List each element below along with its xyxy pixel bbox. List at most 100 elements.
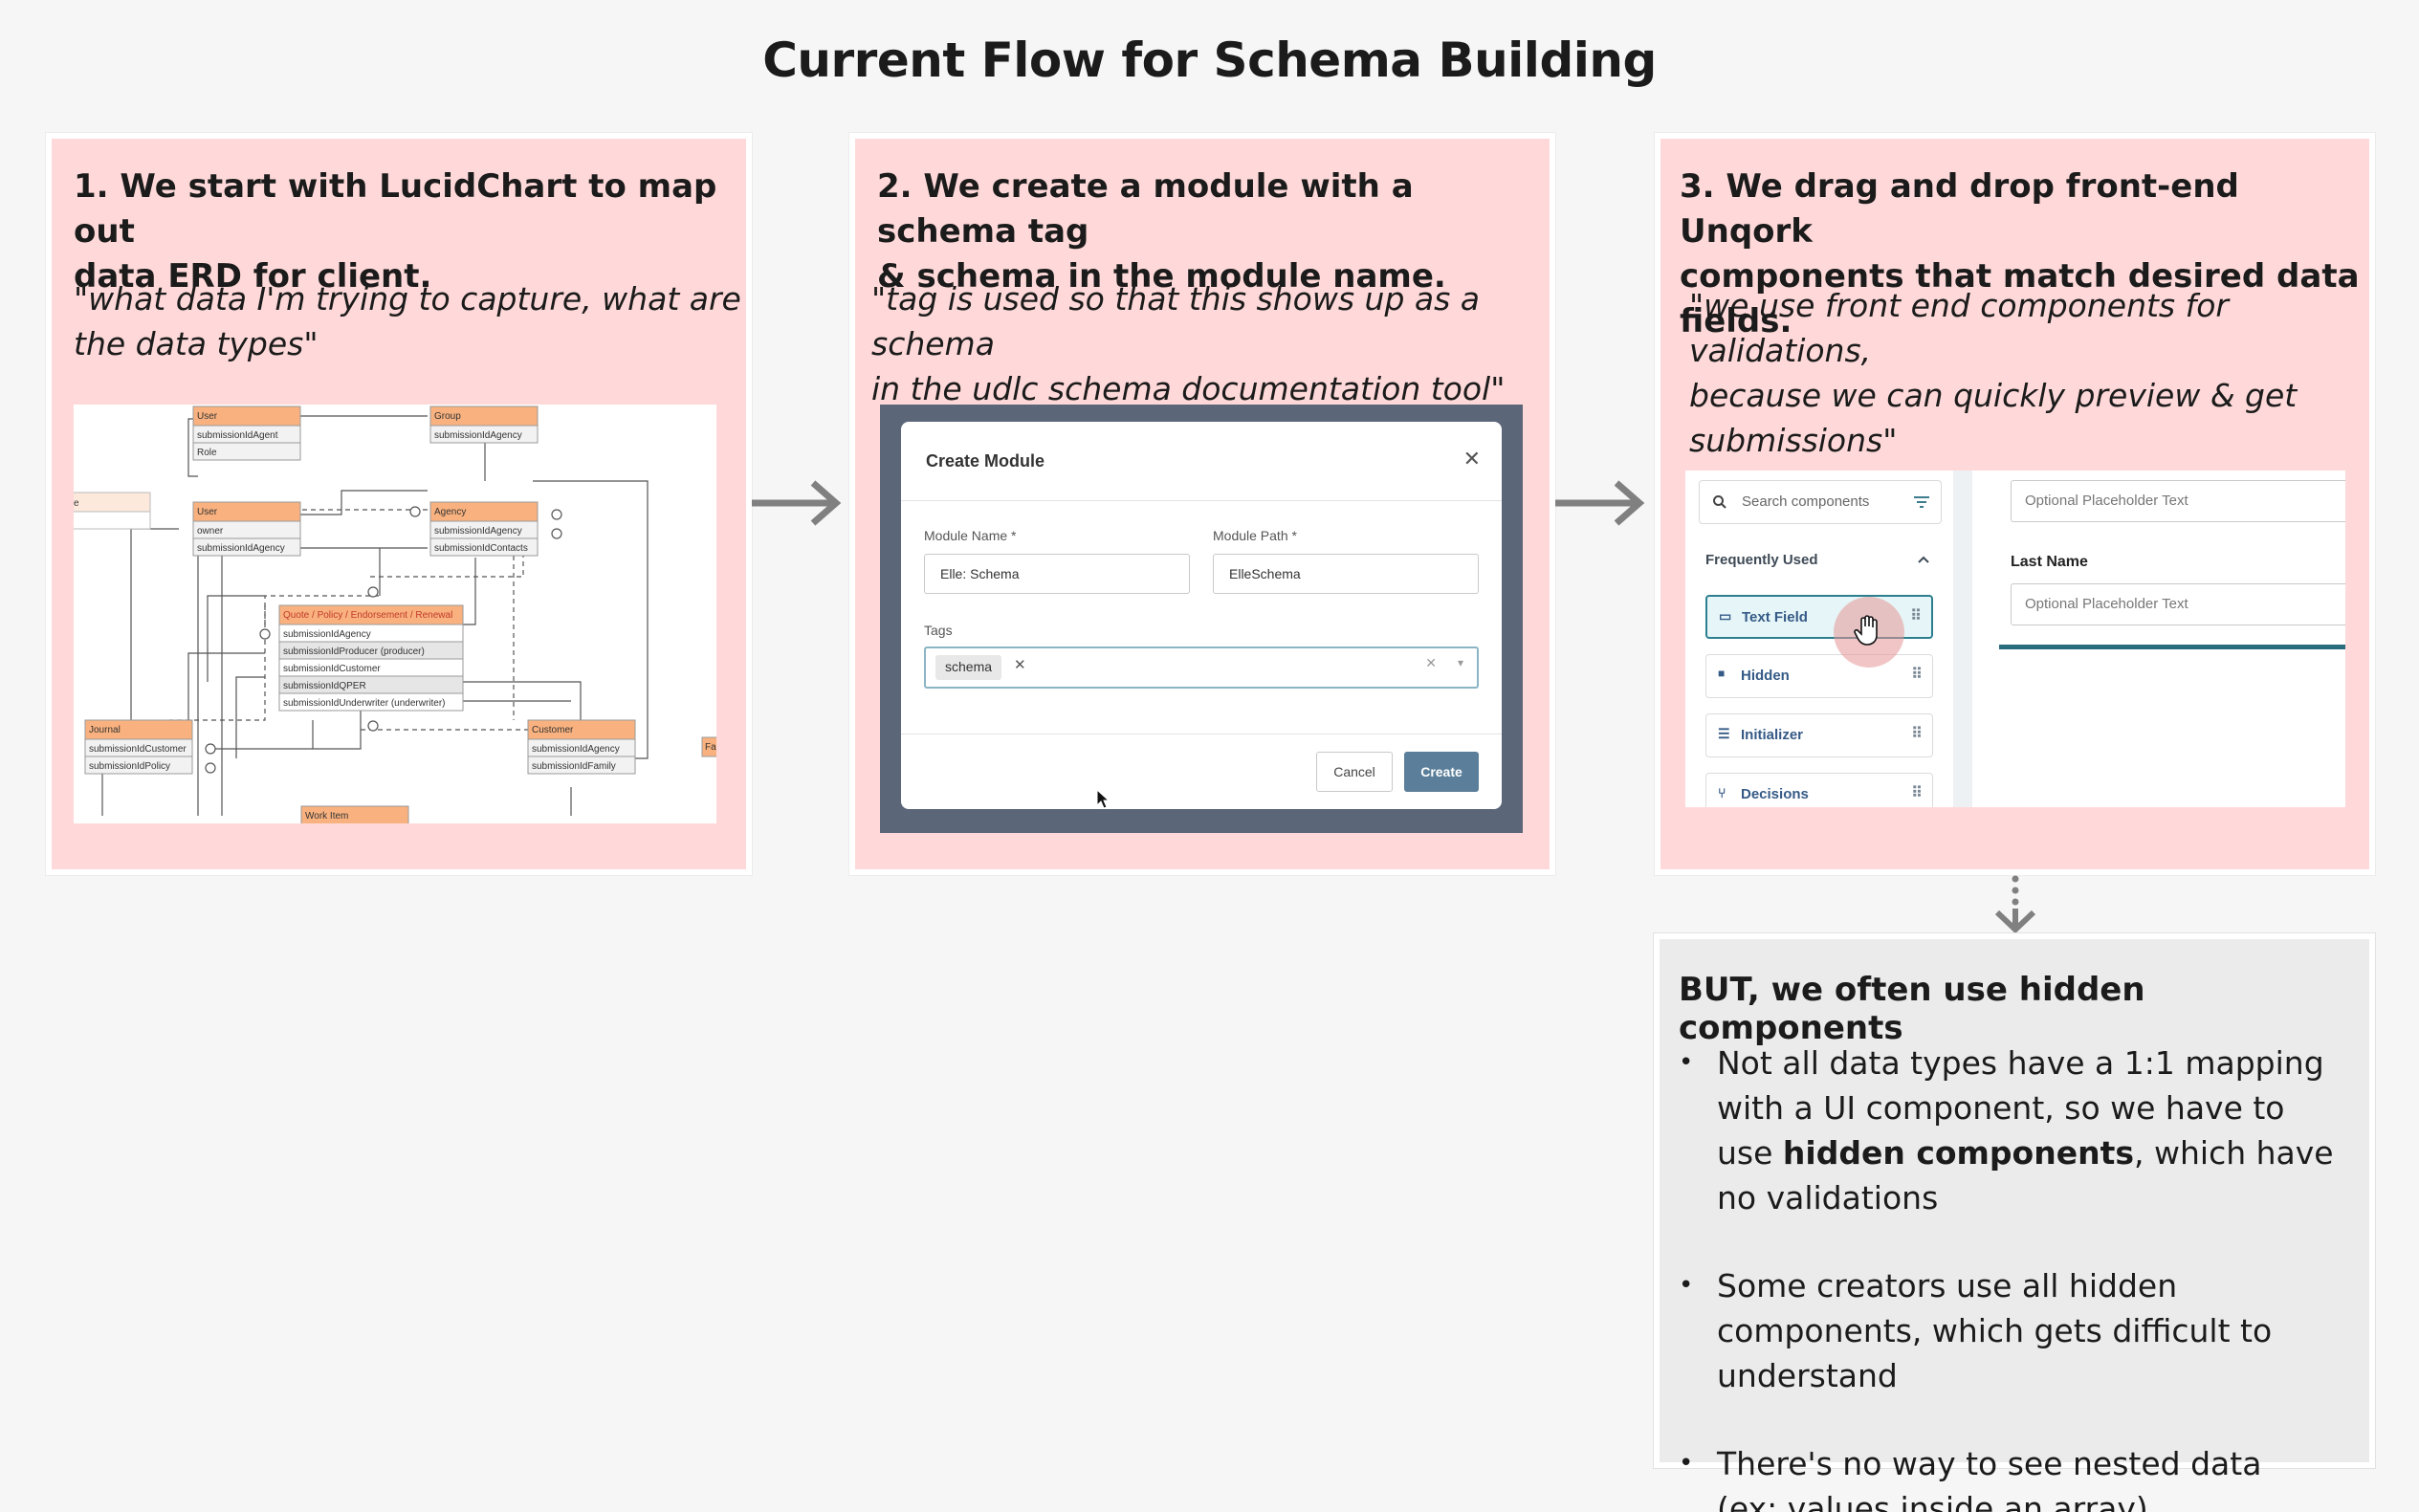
bullet-text: Not all data types have a 1:1 mapping wi… (1717, 1044, 2324, 1172)
erd-field: submissionIdQPER (283, 681, 366, 691)
drag-handle-icon[interactable]: ⠿ (1911, 785, 1923, 801)
step-card-3: 3. We drag and drop front-end Unqork com… (1655, 133, 2375, 875)
step-quote-line: because we can quickly preview & get (1689, 377, 2298, 414)
list-icon: ☰ (1718, 726, 1730, 741)
step-quote-line: the data types" (74, 325, 319, 362)
module-path-input[interactable]: ElleSchema (1213, 554, 1479, 594)
erd-field: submissionIdAgent (197, 430, 278, 441)
mouse-cursor-icon (1096, 789, 1111, 809)
erd-field: submissionIdAgency (197, 543, 285, 554)
step-heading: 3. We drag and drop front-end Unqork com… (1680, 164, 2369, 344)
step-heading-line: data ERD for client. (74, 257, 432, 296)
palette-item-decisions[interactable]: ⑂ Decisions ⠿ (1705, 773, 1933, 807)
erd-field: submissionIdContacts (434, 543, 528, 554)
bullet-text: , which have no validations (1717, 1134, 2334, 1216)
drop-indicator (1999, 645, 2345, 649)
dotted-arrow-down-icon (1994, 875, 2036, 933)
tag-chip: schema (935, 655, 1002, 680)
grab-hand-icon (1854, 615, 1878, 646)
bullet-text: (ex: values inside an array) (1717, 1490, 2148, 1512)
last-name-input[interactable]: Optional Placeholder Text (2011, 583, 2345, 625)
drag-handle-icon[interactable]: ⠿ (1911, 726, 1923, 742)
drag-handle-icon[interactable]: ⠿ (1911, 667, 1923, 683)
caveat-heading: BUT, we often use hidden components (1679, 971, 2145, 1047)
step-heading: 1. We start with LucidChart to map out d… (74, 164, 746, 299)
cancel-button[interactable]: Cancel (1316, 752, 1393, 792)
module-name-input[interactable]: Elle: Schema (924, 554, 1190, 594)
erd-field: submissionIdFamily (532, 761, 616, 772)
erd-entity: Customer (532, 725, 574, 735)
arrow-right-icon (1555, 480, 1645, 526)
step-card-1: 1. We start with LucidChart to map out d… (46, 133, 752, 875)
clear-icon[interactable]: ✕ (1425, 656, 1437, 671)
remove-tag-icon[interactable]: ✕ (1014, 656, 1026, 673)
erd-entity: Work Item (305, 811, 348, 822)
palette-item-label: Initializer (1741, 727, 1804, 743)
lock-icon: ■ (1718, 667, 1726, 680)
drag-handle-icon[interactable]: ⠿ (1910, 608, 1922, 625)
filter-icon[interactable] (1913, 494, 1930, 510)
step-quote-line: in the udlc schema documentation tool" (871, 370, 1506, 407)
chevron-down-icon[interactable]: ▾ (1457, 656, 1463, 669)
erd-field: submissionIdAgency (532, 744, 620, 755)
tags-label: Tags (924, 623, 953, 638)
step-quote-line: "what data I'm trying to capture, what a… (74, 280, 741, 318)
erd-field: submissionIdCustomer (89, 744, 187, 755)
page-title: Current Flow for Schema Building (762, 33, 1657, 88)
create-module-dialog: Create Module ✕ Module Name * Elle: Sche… (901, 422, 1502, 809)
erd-field: submissionIdProducer (producer) (283, 646, 425, 657)
first-name-input[interactable]: Optional Placeholder Text (2011, 480, 2345, 522)
step-heading-line: 3. We drag and drop front-end Unqork (1680, 167, 2239, 251)
unqork-builder-screenshot: Search components Frequently Used ▭ Text… (1685, 471, 2345, 807)
bullet-text: Some creators use all hidden components,… (1717, 1267, 2273, 1394)
erd-field: Role (197, 448, 217, 458)
erd-entity: Quote / Policy / Endorsement / Renewal (283, 610, 452, 621)
palette-item-hidden[interactable]: ■ Hidden ⠿ (1705, 654, 1933, 698)
create-module-screenshot: Create Module ✕ Module Name * Elle: Sche… (880, 405, 1523, 833)
step-heading-line: components that match desired data field… (1680, 257, 2360, 340)
caveat-list: Not all data types have a 1:1 mapping wi… (1679, 1041, 2348, 1512)
canvas-preview: Optional Placeholder Text Last Name Opti… (1972, 471, 2345, 807)
erd-entity: Journal (89, 725, 121, 735)
divider (901, 500, 1502, 501)
palette-item-label: Decisions (1741, 786, 1809, 802)
erd-entity: e (74, 498, 79, 509)
last-name-label: Last Name (2011, 554, 2088, 570)
list-item: Not all data types have a 1:1 mapping wi… (1679, 1041, 2348, 1220)
tree-icon: ⑂ (1718, 785, 1726, 800)
erd-entity: User (197, 411, 218, 422)
step-heading-line: & schema in the module name. (877, 257, 1446, 296)
dialog-title: Create Module (926, 451, 1045, 471)
step-quote-line: "tag is used so that this shows up as a … (871, 280, 1481, 362)
step-card-2: 2. We create a module with a schema tag … (849, 133, 1555, 875)
list-item: There's no way to see nested data(ex: va… (1679, 1441, 2348, 1512)
module-path-label: Module Path * (1213, 528, 1297, 543)
palette-item-label: Text Field (1742, 609, 1808, 625)
erd-field: submissionIdAgency (434, 526, 522, 537)
panel-divider (1953, 471, 1972, 807)
chevron-up-icon[interactable] (1917, 555, 1930, 564)
step-quote: "we use front end components for validat… (1689, 283, 2369, 463)
list-item: Some creators use all hidden components,… (1679, 1263, 2348, 1398)
step-quote-line: "we use front end components for validat… (1689, 287, 2229, 369)
close-icon[interactable]: ✕ (1462, 448, 1481, 471)
erd-entity: Agency (434, 507, 466, 517)
step-quote: "what data I'm trying to capture, what a… (74, 276, 741, 366)
module-name-label: Module Name * (924, 528, 1017, 543)
erd-diagram: User submissionIdAgent Role Group submis… (74, 405, 716, 823)
search-input[interactable]: Search components (1699, 480, 1942, 524)
step-quote-line: submissions" (1689, 422, 1898, 459)
palette-item-label: Hidden (1741, 668, 1790, 684)
erd-field: owner (197, 526, 224, 537)
step-quote: "tag is used so that this shows up as a … (871, 276, 1550, 411)
arrow-right-icon (752, 480, 842, 526)
tags-input[interactable]: schema ✕ ✕ ▾ (924, 646, 1479, 689)
erd-field: submissionIdPolicy (89, 761, 170, 772)
erd-entity: User (197, 507, 218, 517)
text-field-icon: ▭ (1719, 608, 1732, 624)
bullet-bold-text: hidden components (1782, 1134, 2135, 1172)
caveat-box: BUT, we often use hidden components Not … (1654, 933, 2375, 1512)
palette-item-initializer[interactable]: ☰ Initializer ⠿ (1705, 713, 1933, 757)
create-button[interactable]: Create (1404, 752, 1479, 792)
component-palette: Search components Frequently Used ▭ Text… (1685, 471, 1953, 807)
